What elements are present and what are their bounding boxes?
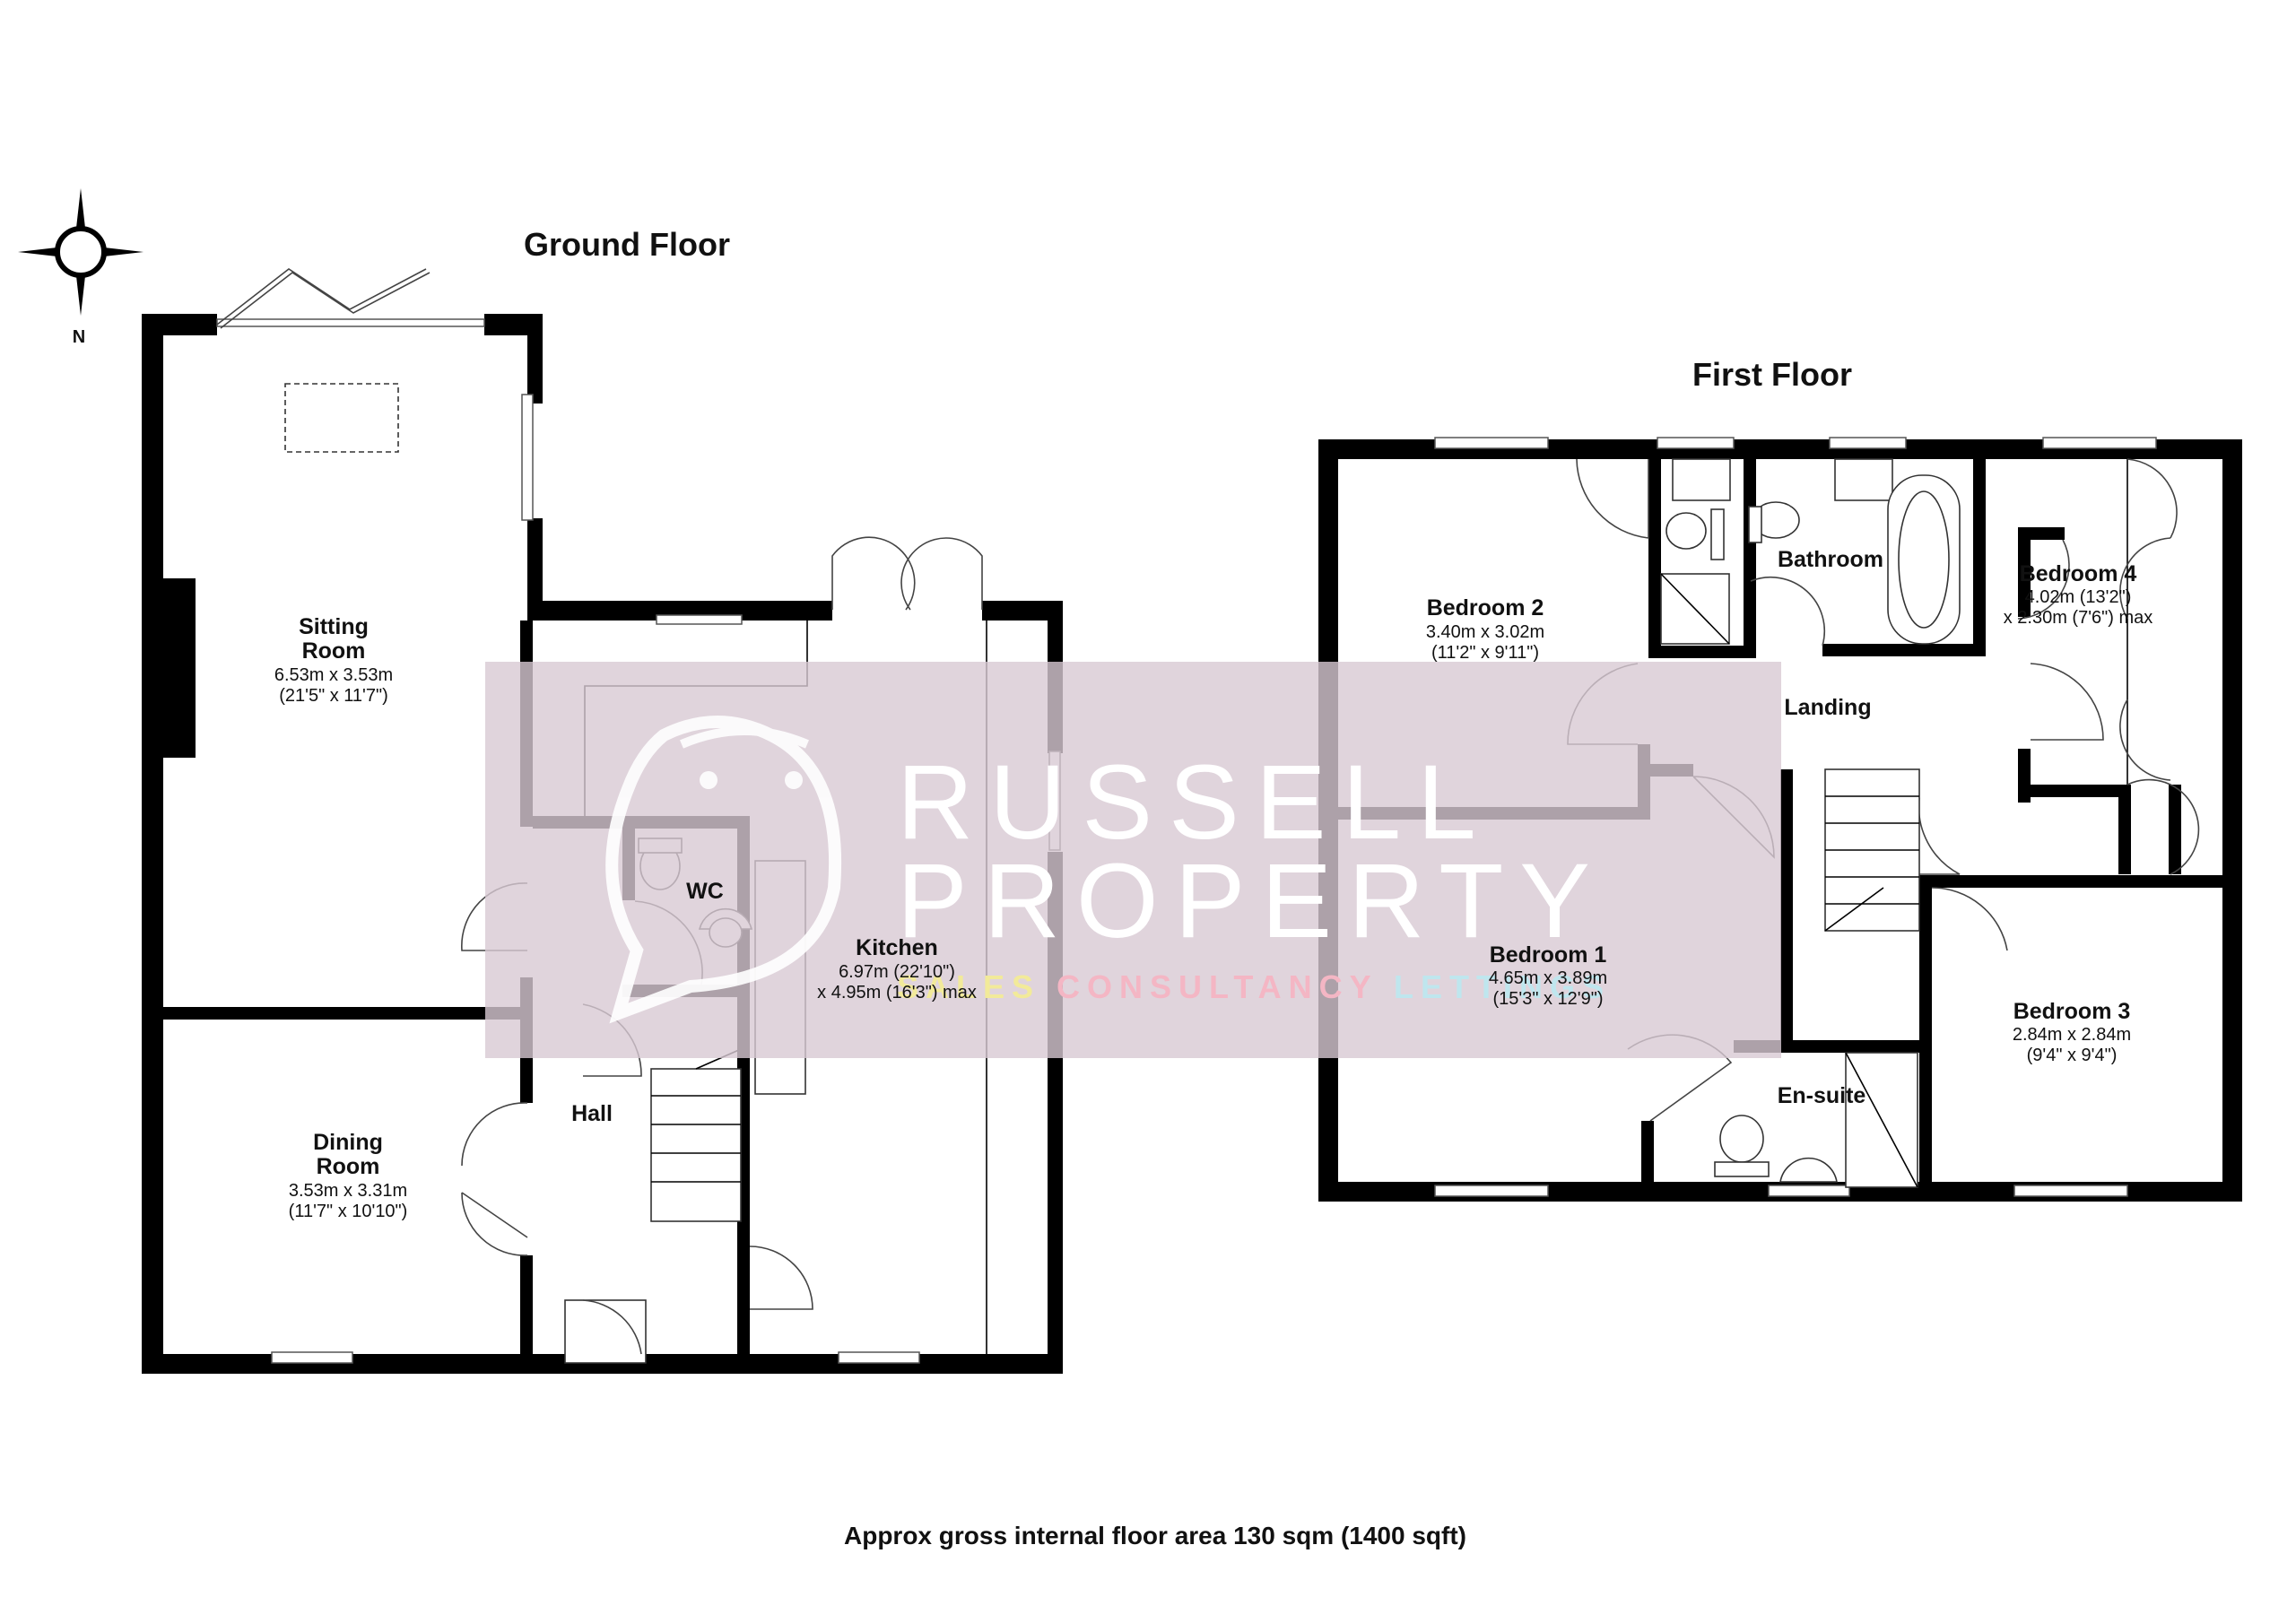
room-name: Bathroom: [1778, 547, 1883, 572]
room-label-ensuite: En-suite: [1778, 1083, 1866, 1108]
room-name: En-suite: [1778, 1083, 1866, 1108]
room-dims: (15'3" x 12'9"): [1492, 989, 1603, 1009]
room-dims: (11'7" x 10'10"): [289, 1202, 408, 1221]
room-name: WC: [686, 879, 724, 904]
room-label-bedroom4: Bedroom 4 4.02m (13'2") x 2.30m (7'6") m…: [2004, 561, 2153, 628]
room-label-landing: Landing: [1784, 695, 1871, 720]
watermark: RUSSELL PROPERTY SALES CONSULTANCY LETTI…: [485, 662, 1781, 1058]
room-name: Bedroom 2: [1427, 595, 1544, 621]
room-dims: 3.53m x 3.31m: [289, 1181, 407, 1201]
owl-logo-icon: [605, 716, 842, 1024]
room-name: Dining: [313, 1130, 383, 1155]
room-name: Bedroom 1: [1490, 942, 1607, 968]
ground-floor-title: Ground Floor: [524, 226, 730, 263]
watermark-line1: RUSSELL: [897, 743, 1492, 862]
room-name: Landing: [1784, 695, 1871, 720]
room-dims: (11'2" x 9'11"): [1431, 643, 1539, 663]
room-dims: (21'5" x 11'7"): [279, 686, 388, 706]
watermark-line2: PROPERTY: [897, 842, 1606, 960]
room-label-dining: Dining Room 3.53m x 3.31m (11'7" x 10'10…: [289, 1130, 408, 1221]
watermark-tagline: SALES CONSULTANCY LETTINGS: [897, 968, 1611, 1005]
room-label-bedroom1: Bedroom 1 4.65m x 3.89m (15'3" x 12'9"): [1489, 942, 1607, 1009]
room-name: Hall: [571, 1101, 613, 1126]
room-label-bedroom2: Bedroom 2 3.40m x 3.02m (11'2" x 9'11"): [1426, 595, 1544, 663]
watermark-tagline-lettings: LETTINGS: [1394, 968, 1611, 1005]
room-label-sitting: Sitting Room 6.53m x 3.53m (21'5" x 11'7…: [274, 614, 393, 706]
room-name: Sitting: [299, 614, 369, 639]
watermark-tagline-consultancy: CONSULTANCY: [1057, 968, 1394, 1005]
room-dims: x 4.95m (16'3") max: [817, 983, 977, 1002]
room-dims: x 2.30m (7'6") max: [2004, 608, 2153, 628]
room-label-wc: WC: [686, 879, 724, 904]
room-label-kitchen: Kitchen 6.97m (22'10") x 4.95m (16'3") m…: [817, 935, 977, 1002]
compass-icon: [18, 188, 144, 316]
room-name: Room: [317, 1154, 380, 1179]
room-label-bedroom3: Bedroom 3 2.84m x 2.84m (9'4" x 9'4"): [2013, 999, 2131, 1065]
floor-area-footer: Approx gross internal floor area 130 sqm…: [844, 1522, 1466, 1549]
first-floor-title: First Floor: [1692, 356, 1852, 393]
room-dims: 3.40m x 3.02m: [1426, 622, 1544, 642]
watermark-tagline-sales: SALES: [897, 968, 1057, 1005]
room-dims: 6.97m (22'10"): [839, 962, 955, 982]
room-dims: 6.53m x 3.53m: [274, 665, 393, 685]
room-dims: 4.65m x 3.89m: [1489, 968, 1607, 988]
room-name: Bedroom 3: [2013, 999, 2131, 1024]
room-name: Kitchen: [856, 935, 938, 960]
room-name: Room: [302, 638, 366, 664]
compass-label: N: [73, 327, 85, 347]
room-name: Bedroom 4: [2020, 561, 2137, 586]
room-label-bathroom: Bathroom: [1778, 547, 1883, 572]
room-dims: 4.02m (13'2"): [2025, 587, 2132, 607]
room-dims: 2.84m x 2.84m: [2013, 1025, 2131, 1045]
room-label-hall: Hall: [571, 1101, 613, 1126]
room-dims: (9'4" x 9'4"): [2027, 1046, 2118, 1065]
